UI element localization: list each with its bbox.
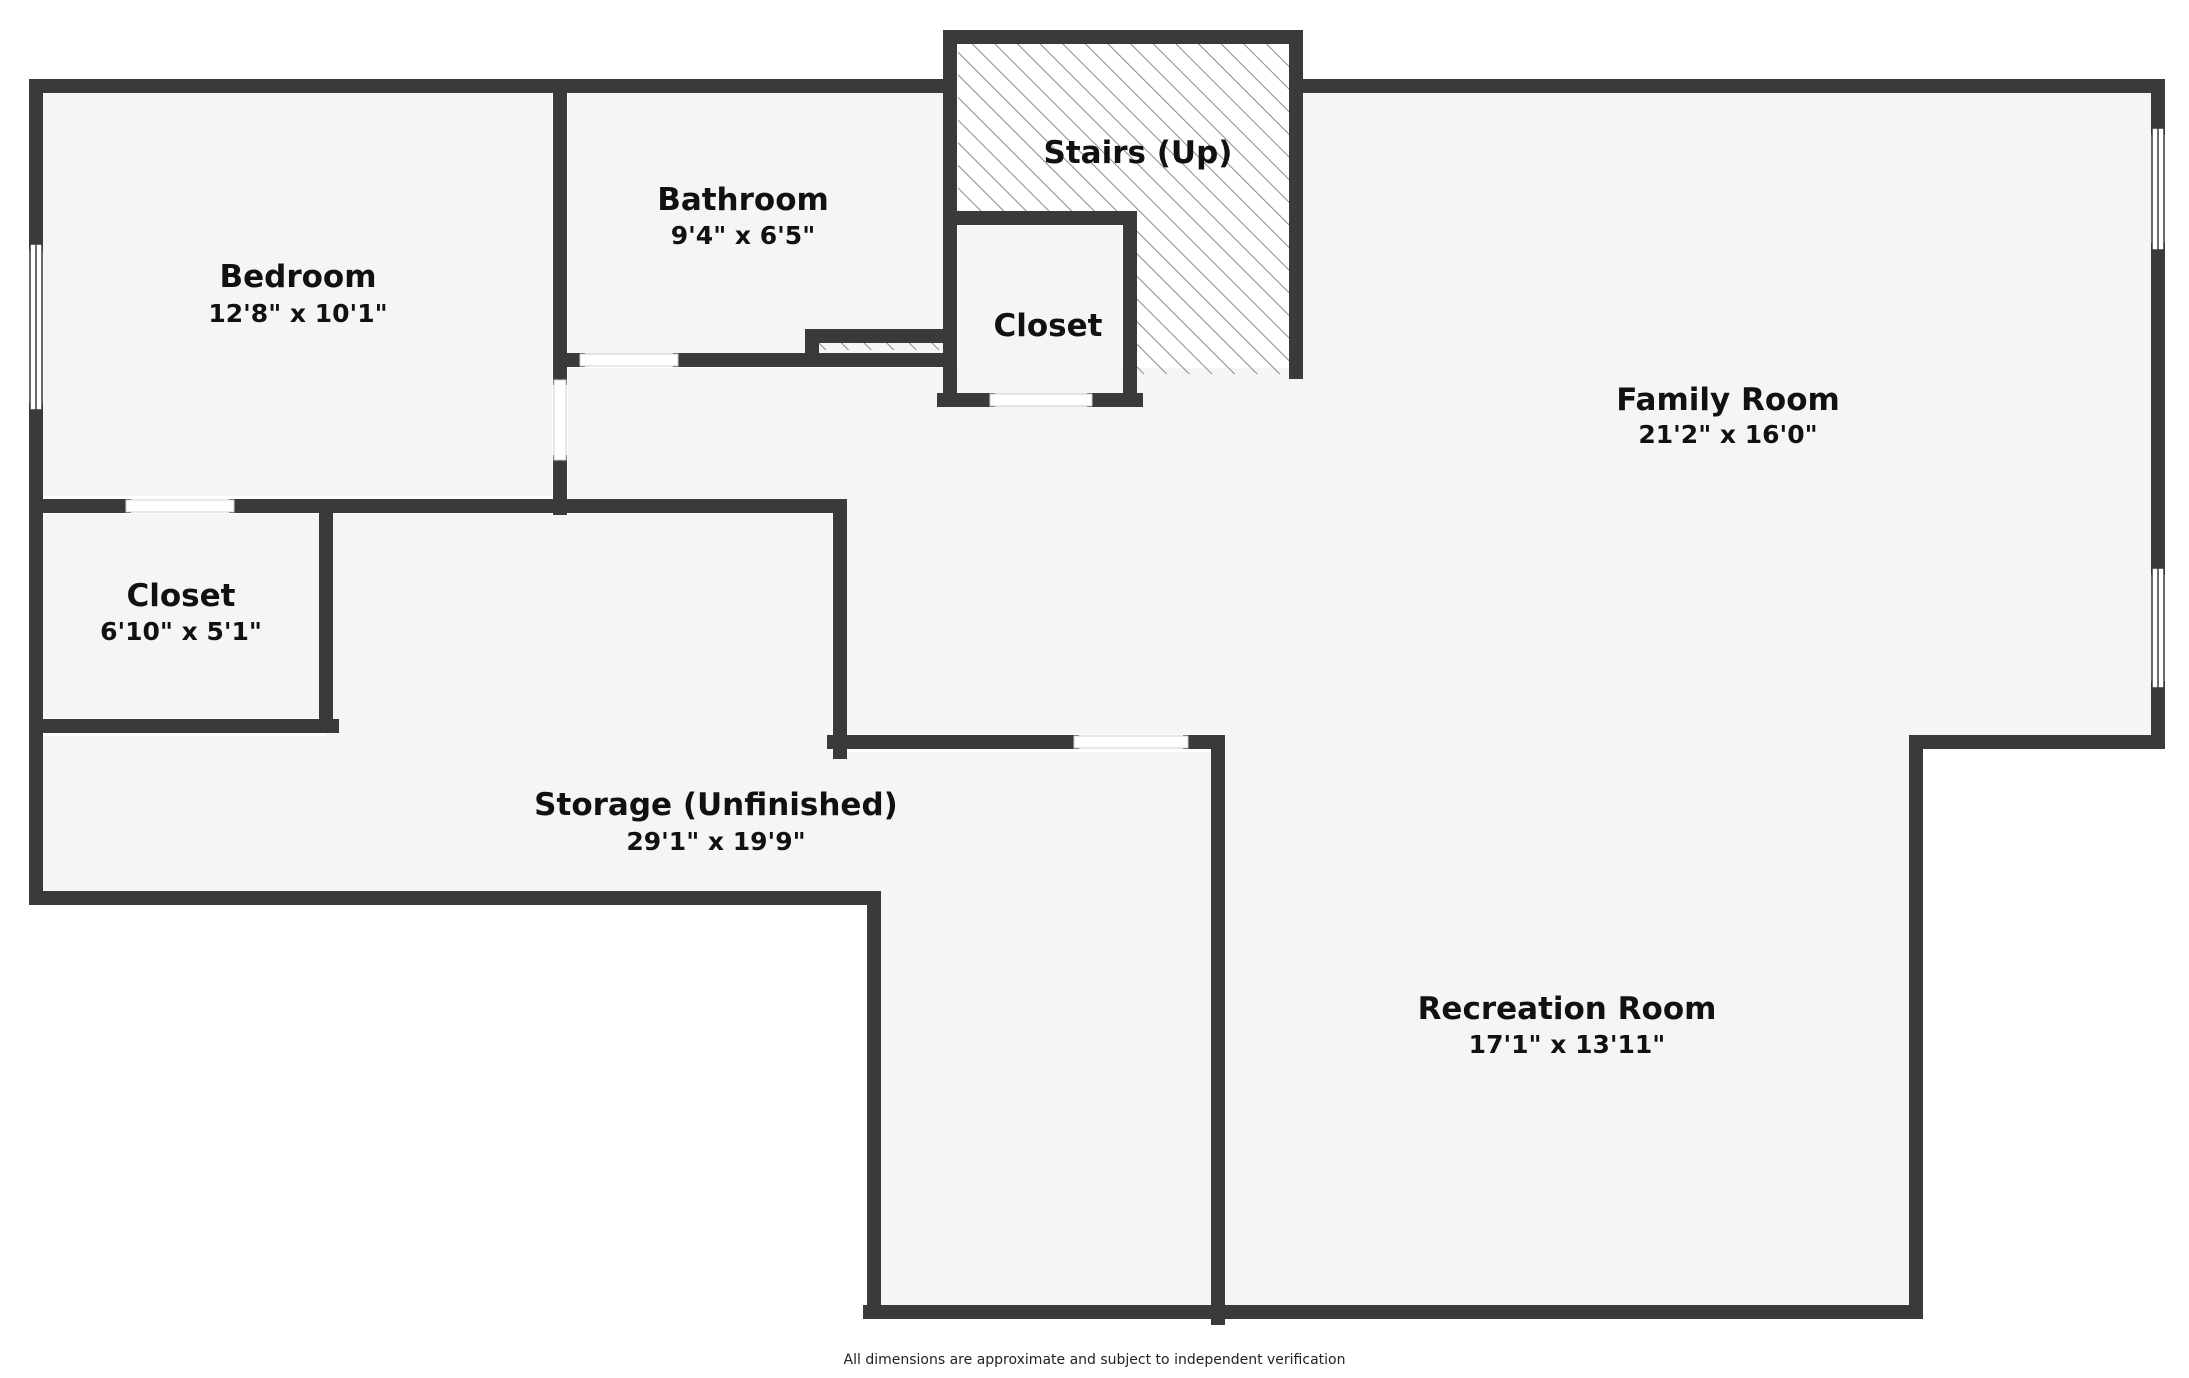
bathroom-name: Bathroom [657,182,829,218]
family-room-dimensions: 21'2" x 16'0" [1638,420,1817,449]
disclaimer-text: All dimensions are approximate and subje… [843,1352,1346,1368]
bedroom-name: Bedroom [219,259,376,295]
closet-door [125,499,235,513]
family-room-name: Family Room [1616,382,1840,418]
storage-dimensions: 29'1" x 19'9" [626,827,805,856]
bedroom-dimensions: 12'8" x 10'1" [208,299,387,328]
closet-name: Closet [127,578,236,614]
small-closet-floor [958,226,1122,392]
room-labels: Bedroom 12'8" x 10'1" Bathroom 9'4" x 6'… [100,135,1840,1059]
bathroom-dimensions: 9'4" x 6'5" [671,221,815,250]
bedroom-door [553,379,567,461]
closet-dimensions: 6'10" x 5'1" [100,617,262,646]
doorways [125,353,1189,749]
bedroom-floor [36,92,552,496]
landing-hatch [818,340,944,350]
walls [29,30,2165,1325]
windows [29,127,2165,689]
stairs-name: Stairs (Up) [1044,135,1233,171]
closet-floor [36,514,326,718]
bathroom-floor [568,92,946,354]
storage-name: Storage (Unfinished) [534,787,898,823]
stairs-hatch [958,44,1290,374]
small-closet-door [989,393,1093,407]
recreation-room-dimensions: 17'1" x 13'11" [1469,1030,1666,1059]
recreation-room-name: Recreation Room [1418,991,1717,1027]
small-closet-name: Closet [994,308,1103,344]
bathroom-door [579,353,679,367]
storage-door [1073,735,1189,749]
